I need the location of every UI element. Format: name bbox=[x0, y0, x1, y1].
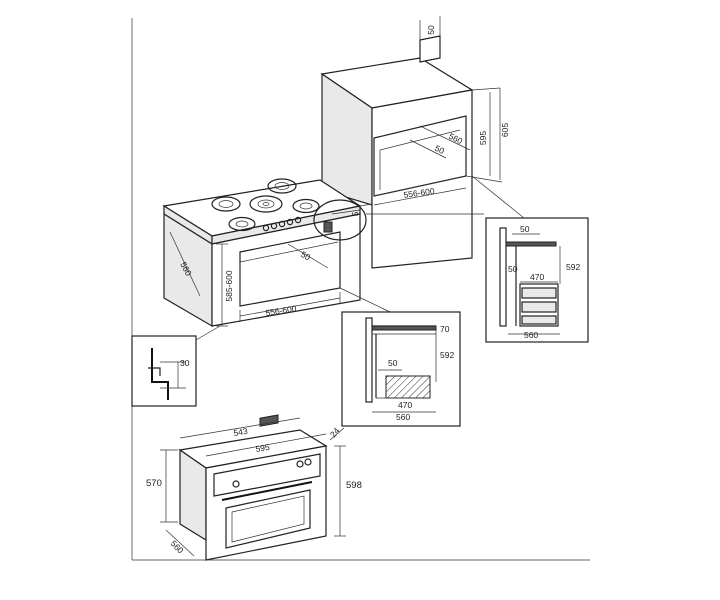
counter-cabinet bbox=[162, 179, 373, 328]
dim-oven-570: 570 bbox=[146, 478, 162, 489]
dim-tall-h1: 595 bbox=[478, 131, 488, 145]
dim-mid-592: 592 bbox=[440, 350, 454, 360]
oven-unit bbox=[178, 414, 328, 561]
tall-dimensions: 50 595 605 560 50 556-600 bbox=[373, 25, 510, 206]
dim-tall-inner: 50 bbox=[433, 143, 446, 156]
dim-right-50-mid: 50 bbox=[508, 264, 518, 274]
dim-callout-small: 5 bbox=[350, 211, 360, 216]
left-detail-box: 30 bbox=[131, 325, 221, 407]
dim-mid-70: 70 bbox=[440, 324, 450, 334]
dim-right-592: 592 bbox=[566, 262, 580, 272]
dim-mid-560: 560 bbox=[396, 412, 410, 422]
knobs bbox=[262, 216, 302, 232]
dim-oven-24: 24 bbox=[328, 425, 342, 439]
dim-mid-470: 470 bbox=[398, 400, 412, 410]
tall-cabinet bbox=[320, 16, 501, 269]
burner-2 bbox=[267, 178, 297, 194]
dim-right-560: 560 bbox=[524, 330, 538, 340]
burner-4 bbox=[292, 198, 320, 214]
dim-right-50-top: 50 bbox=[520, 224, 530, 234]
dim-wall-top: 50 bbox=[426, 25, 436, 35]
right-section-detail: 50 592 50 470 560 bbox=[471, 175, 589, 343]
dim-counter-width: 556-600 bbox=[265, 303, 298, 318]
burner-5 bbox=[228, 216, 256, 232]
dim-tall-width: 556-600 bbox=[403, 186, 436, 200]
counter-dimensions: 560 585-600 50 556-600 bbox=[169, 231, 391, 327]
dim-oven-595: 595 bbox=[255, 442, 271, 454]
middle-section-detail: 70 592 50 470 560 bbox=[341, 311, 461, 427]
dim-mid-50: 50 bbox=[388, 358, 398, 368]
dim-tall-h2: 605 bbox=[500, 123, 510, 137]
hob bbox=[211, 178, 320, 232]
burner-1 bbox=[211, 196, 241, 212]
dim-oven-598: 598 bbox=[346, 480, 362, 491]
burner-3 bbox=[249, 195, 283, 213]
dim-detail-gap: 30 bbox=[180, 358, 190, 368]
dim-counter-inner: 50 bbox=[299, 249, 312, 263]
dim-counter-height: 585-600 bbox=[224, 270, 234, 301]
dim-right-470: 470 bbox=[530, 272, 544, 282]
detail-callout-circle: 5 bbox=[313, 199, 484, 241]
dim-oven-543: 543 bbox=[233, 426, 249, 438]
dim-oven-560: 560 bbox=[169, 538, 186, 555]
